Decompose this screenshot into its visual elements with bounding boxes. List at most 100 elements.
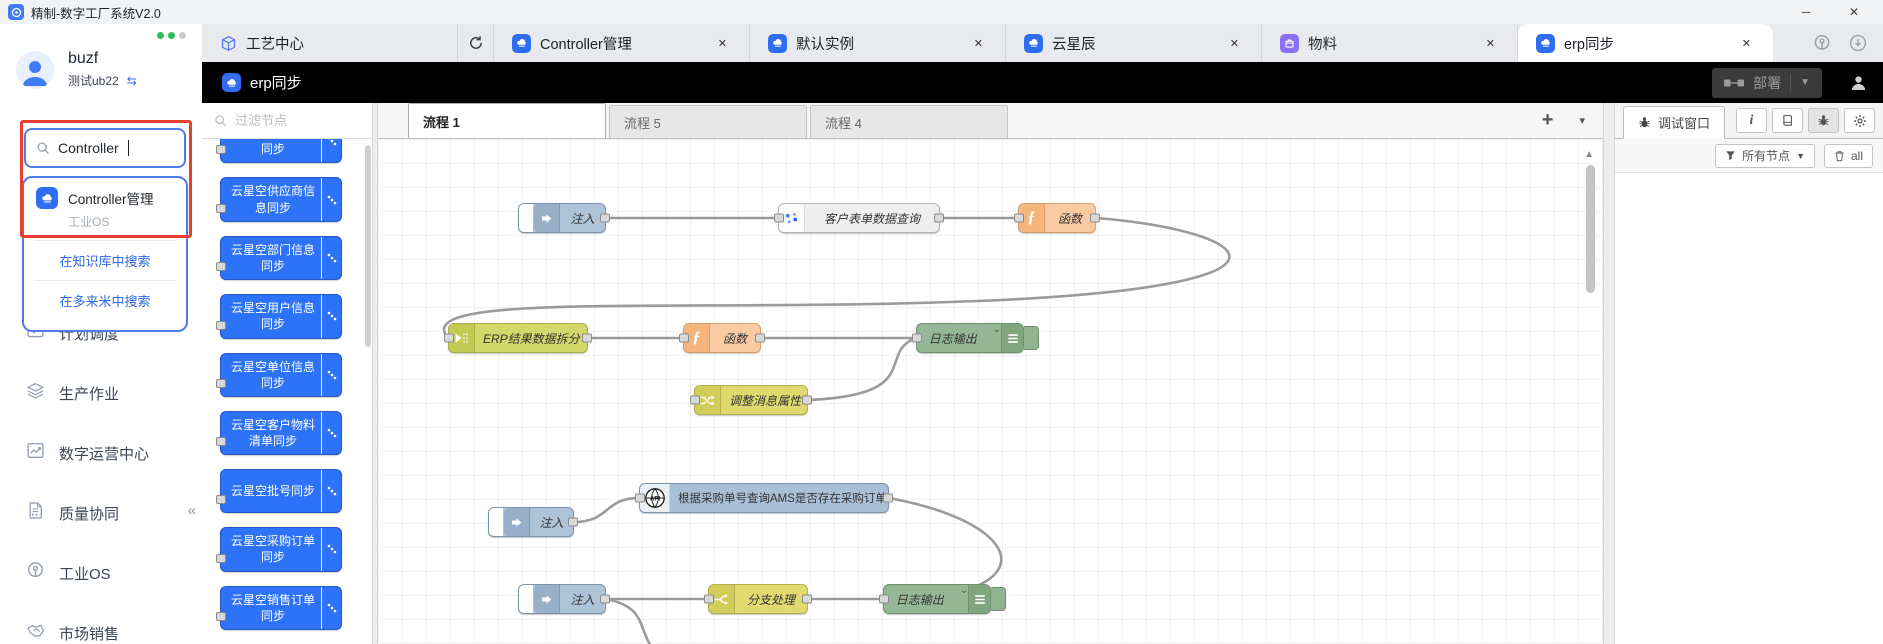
flow-node-inject-2[interactable]: 注入 xyxy=(488,507,578,537)
flow-tab-1[interactable]: 流程 1 xyxy=(408,103,606,138)
industrial-os-ring-icon[interactable] xyxy=(1813,34,1831,52)
app-blue-icon xyxy=(1536,33,1555,53)
tab-物料[interactable]: 物料✕ xyxy=(1262,24,1518,62)
flow-node-change-1[interactable]: 调整消息属性 xyxy=(690,385,812,415)
inject-trigger-button[interactable] xyxy=(519,204,534,232)
debug-clear-button[interactable]: all xyxy=(1823,143,1873,168)
flow-node-debug-1[interactable]: 日志输出⌄ xyxy=(912,323,1039,353)
node-output-port xyxy=(582,333,592,343)
canvas-scroll-up-icon[interactable]: ▲ xyxy=(1584,149,1594,160)
settings-tab-button[interactable] xyxy=(1844,108,1875,133)
palette-node[interactable]: 云星空用户信息同步 xyxy=(216,294,342,339)
sidebar-item-6[interactable]: 市场销售 xyxy=(0,603,202,644)
flow-list-caret-icon[interactable]: ▾ xyxy=(1579,115,1585,127)
tab-close-icon[interactable]: ✕ xyxy=(1229,37,1239,50)
user-profile[interactable]: buzf 测试ub22 ⇆ xyxy=(16,50,137,89)
search-result-subtitle: 工业OS xyxy=(68,215,110,229)
flow-node-api-query[interactable]: API 根据采购单号查询AMS是否存在采购订单 xyxy=(635,483,893,513)
debug-panel: 调试窗口 i 所有节点 xyxy=(1615,103,1883,644)
flow-node-inject-3[interactable]: 注入 xyxy=(518,584,610,614)
palette-node[interactable]: 云星空客户信息同步 xyxy=(216,139,342,164)
palette-resize-handle[interactable] xyxy=(372,103,378,644)
arrow-in-icon xyxy=(534,204,560,232)
palette-node[interactable]: 云星空部门信息同步 xyxy=(216,235,342,281)
search-result-item[interactable]: Controller管理 工业OS xyxy=(24,178,186,236)
add-flow-button[interactable]: + xyxy=(1541,109,1554,131)
node-input-port xyxy=(704,594,714,604)
palette-filter[interactable] xyxy=(202,103,372,139)
sidebar-resize-handle[interactable] xyxy=(1603,103,1615,644)
deploy-button[interactable]: 部署 ▼ xyxy=(1712,67,1822,98)
deploy-label: 部署 xyxy=(1753,74,1782,91)
tab-云星辰[interactable]: 云星辰 ✕ xyxy=(1006,24,1262,62)
palette-scrollbar[interactable] xyxy=(365,145,371,347)
debug-enable-toggle[interactable] xyxy=(991,587,1006,611)
svg-text:API: API xyxy=(649,496,659,502)
palette-filter-input[interactable] xyxy=(235,113,345,128)
tab-debug-window[interactable]: 调试窗口 xyxy=(1623,106,1726,139)
search-in-knowledgebase-link[interactable]: 在知识库中搜索 xyxy=(59,254,151,269)
tab-close-icon[interactable]: ✕ xyxy=(1485,37,1495,50)
debug-tab-button[interactable] xyxy=(1808,108,1839,133)
tab-label: erp同步 xyxy=(1564,36,1614,53)
user-menu-icon[interactable] xyxy=(1850,74,1867,91)
palette-node-label: 云星空客户信息同步 xyxy=(231,139,315,157)
refresh-button[interactable] xyxy=(458,24,494,62)
search-in-duolaimi-link[interactable]: 在多来米中搜索 xyxy=(59,294,151,309)
app-purple-icon xyxy=(1280,33,1299,53)
flow-tab-2[interactable]: 流程 5 xyxy=(609,105,807,138)
debug-messages-area xyxy=(1615,173,1883,644)
palette-node[interactable]: 云星空单位信息同步 xyxy=(216,352,342,397)
dice-icon xyxy=(321,470,341,513)
node-input-port xyxy=(690,395,700,405)
node-input-port xyxy=(912,333,922,343)
status-dot xyxy=(157,32,164,39)
tab-erp同步[interactable]: erp同步 ✕ xyxy=(1518,24,1773,62)
sidebar-item-2[interactable]: 生产作业 xyxy=(0,363,202,423)
sidebar-collapse-button[interactable]: « xyxy=(187,502,196,519)
inject-trigger-button[interactable] xyxy=(489,508,504,536)
help-tab-button[interactable] xyxy=(1772,108,1803,133)
tab-close-icon[interactable]: ✕ xyxy=(1741,37,1751,50)
handshake-icon xyxy=(26,621,45,644)
close-button[interactable]: ✕ xyxy=(1848,5,1860,19)
tab-默认实例[interactable]: 默认实例✕ xyxy=(750,24,1006,62)
wire xyxy=(806,336,918,402)
app-blue-icon xyxy=(768,33,787,53)
sidebar-item-4[interactable]: 质量协同 xyxy=(0,483,202,543)
inject-trigger-button[interactable] xyxy=(519,585,534,613)
sidebar-item-3[interactable]: 数字运营中心 xyxy=(0,423,202,483)
flow-node-split-erp[interactable]: ERP结果数据拆分 xyxy=(444,323,592,353)
flow-node-inject-1[interactable]: 注入 xyxy=(518,203,610,233)
flow-node-form-query[interactable]: 客户表单数据查询 xyxy=(774,203,944,233)
flow-tab-3[interactable]: 流程 4 xyxy=(810,105,1008,138)
debug-enable-toggle[interactable] xyxy=(1024,326,1039,350)
deploy-options-caret-icon[interactable]: ▼ xyxy=(1800,77,1810,88)
palette-node[interactable]: 云星空销售订单同步 xyxy=(216,585,342,630)
palette-node[interactable]: 云星空供应商信息同步 xyxy=(216,177,342,222)
flow-wires xyxy=(442,216,1231,644)
tab-Controller管理[interactable]: Controller管理✕ xyxy=(494,24,750,62)
info-tab-button[interactable]: i xyxy=(1736,108,1767,133)
palette-node[interactable]: 云星空批号同步 xyxy=(216,469,342,514)
switch-account-icon[interactable]: ⇆ xyxy=(126,73,137,88)
palette-node[interactable]: 云星空采购订单同步 xyxy=(216,527,342,572)
tab-close-icon[interactable]: ✕ xyxy=(973,37,983,50)
download-icon[interactable] xyxy=(1849,34,1867,52)
sidebar-item-5[interactable]: 工业OS xyxy=(0,543,202,603)
flow-node-debug-2[interactable]: 日志输出⌄ xyxy=(879,584,1006,614)
node-label: 根据采购单号查询AMS是否存在采购订单 xyxy=(678,493,887,505)
canvas-scrollbar[interactable] xyxy=(1586,165,1595,293)
palette-node[interactable]: 云星空客户物料清单同步 xyxy=(216,410,342,456)
debug-node-filter-dropdown[interactable]: 所有节点 ▼ xyxy=(1715,143,1815,168)
sidebar-search-input[interactable]: Controller xyxy=(24,128,186,168)
tab-close-icon[interactable]: ✕ xyxy=(717,37,727,50)
tab-工艺中心[interactable]: 工艺中心 xyxy=(202,24,458,62)
flow-node-switch-1[interactable]: 分支处理 xyxy=(704,584,812,614)
minimize-button[interactable]: ─ xyxy=(1801,5,1811,19)
node-label: 日志输出 xyxy=(928,331,977,346)
tab-label: 云星辰 xyxy=(1052,36,1096,53)
